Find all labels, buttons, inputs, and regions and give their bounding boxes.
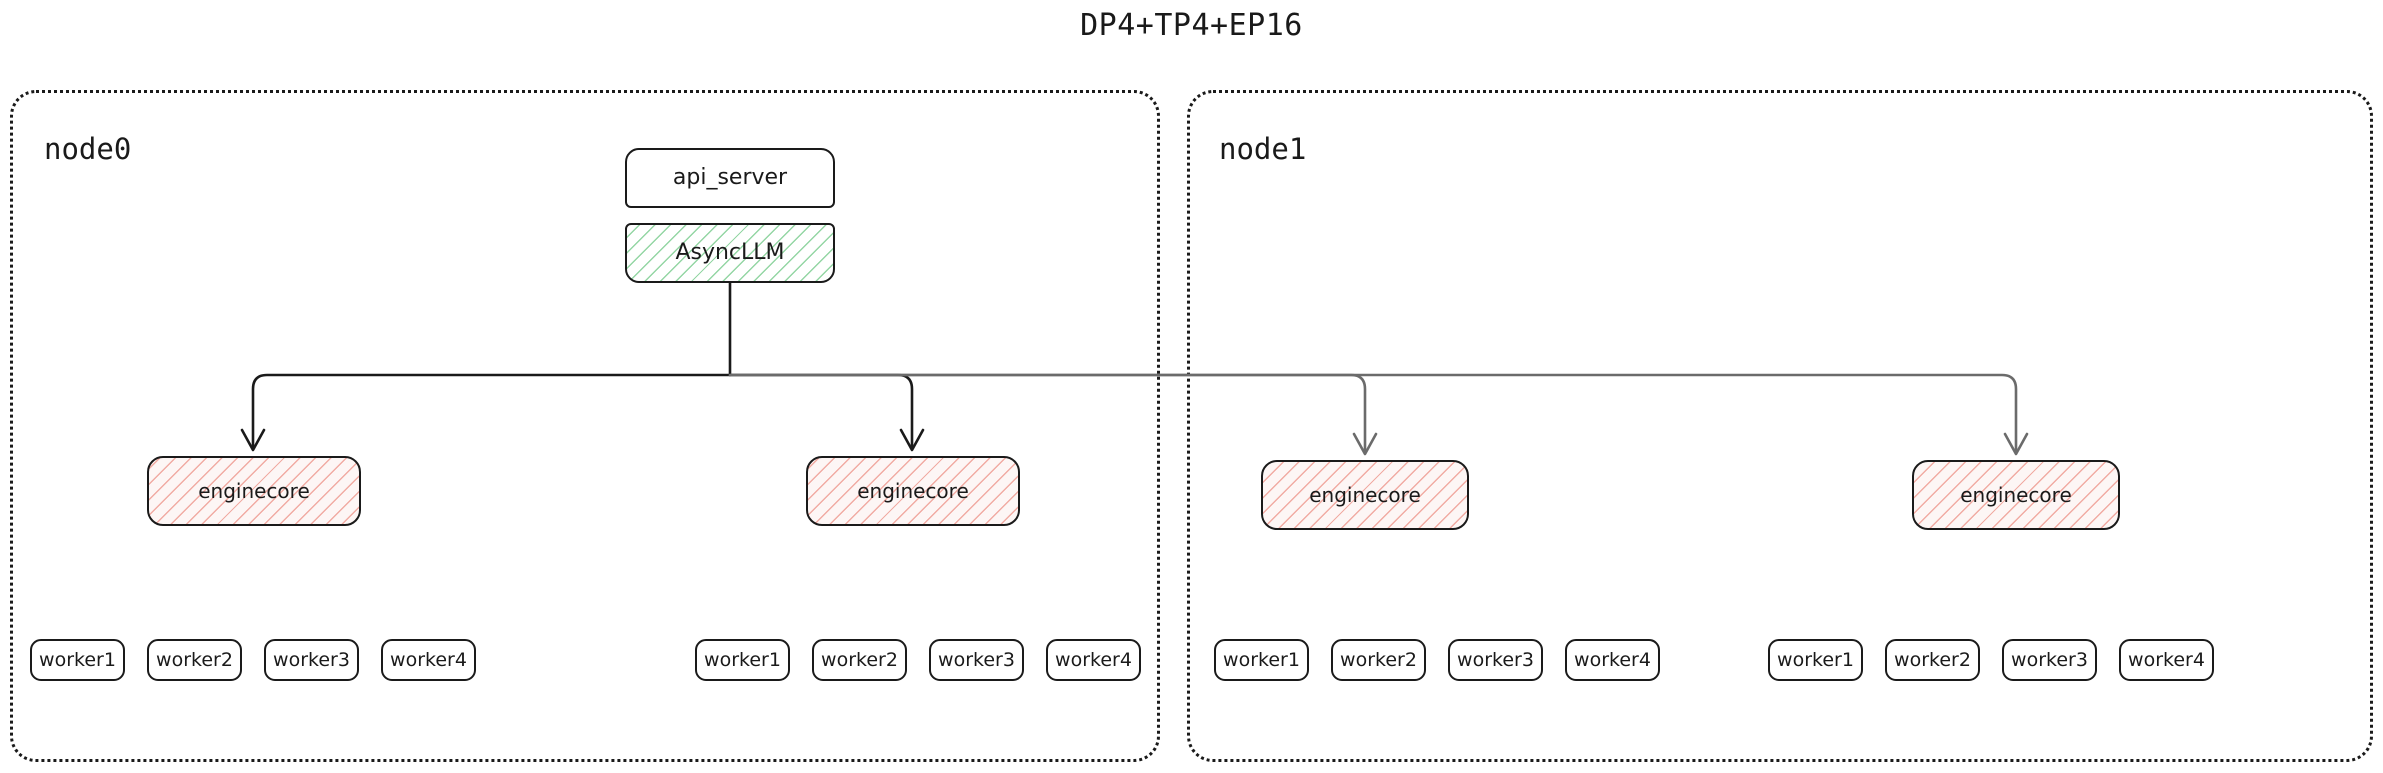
- enginecore-1-box[interactable]: enginecore: [806, 456, 1020, 526]
- enginecore-0-box[interactable]: enginecore: [147, 456, 361, 526]
- worker-group-1-worker3-label: worker3: [938, 648, 1015, 671]
- worker-group-1-worker4-label: worker4: [1055, 648, 1132, 671]
- worker-group-0-worker2[interactable]: worker2: [147, 639, 242, 681]
- enginecore-2-box-label: enginecore: [1309, 483, 1421, 507]
- node-cluster-label-node1: node1: [1219, 132, 1307, 166]
- worker-group-3-worker4[interactable]: worker4: [2119, 639, 2214, 681]
- worker-group-2-worker1[interactable]: worker1: [1214, 639, 1309, 681]
- worker-group-3-worker2[interactable]: worker2: [1885, 639, 1980, 681]
- worker-group-3-worker4-label: worker4: [2128, 648, 2205, 671]
- enginecore-3-box-label: enginecore: [1960, 483, 2072, 507]
- enginecore-0-box-label: enginecore: [198, 479, 310, 503]
- worker-group-3-worker3-label: worker3: [2011, 648, 2088, 671]
- worker-group-0-worker4[interactable]: worker4: [381, 639, 476, 681]
- api_server-box[interactable]: api_server: [625, 148, 835, 208]
- enginecore-3-box[interactable]: enginecore: [1912, 460, 2120, 530]
- worker-group-3-worker1-label: worker1: [1777, 648, 1854, 671]
- worker-group-0-worker1-label: worker1: [39, 648, 116, 671]
- worker-group-1-worker1[interactable]: worker1: [695, 639, 790, 681]
- worker-group-0-worker3[interactable]: worker3: [264, 639, 359, 681]
- worker-group-2-worker4[interactable]: worker4: [1565, 639, 1660, 681]
- async_llm-box-label: AsyncLLM: [675, 240, 785, 265]
- page-title: DP4+TP4+EP16: [1080, 8, 1303, 43]
- worker-group-2-worker4-label: worker4: [1574, 648, 1651, 671]
- worker-group-1-worker2[interactable]: worker2: [812, 639, 907, 681]
- enginecore-1-box-label: enginecore: [857, 479, 969, 503]
- worker-group-2-worker1-label: worker1: [1223, 648, 1300, 671]
- enginecore-2-box[interactable]: enginecore: [1261, 460, 1469, 530]
- worker-group-2-worker3[interactable]: worker3: [1448, 639, 1543, 681]
- node-cluster-label-node0: node0: [44, 132, 132, 166]
- worker-group-1-worker1-label: worker1: [704, 648, 781, 671]
- worker-group-3-worker3[interactable]: worker3: [2002, 639, 2097, 681]
- worker-group-3-worker1[interactable]: worker1: [1768, 639, 1863, 681]
- worker-group-0-worker1[interactable]: worker1: [30, 639, 125, 681]
- worker-group-3-worker2-label: worker2: [1894, 648, 1971, 671]
- worker-group-2-worker3-label: worker3: [1457, 648, 1534, 671]
- worker-group-1-worker3[interactable]: worker3: [929, 639, 1024, 681]
- worker-group-1-worker4[interactable]: worker4: [1046, 639, 1141, 681]
- worker-group-0-worker4-label: worker4: [390, 648, 467, 671]
- worker-group-0-worker3-label: worker3: [273, 648, 350, 671]
- async_llm-box[interactable]: AsyncLLM: [625, 223, 835, 283]
- worker-group-0-worker2-label: worker2: [156, 648, 233, 671]
- worker-group-2-worker2[interactable]: worker2: [1331, 639, 1426, 681]
- api_server-box-label: api_server: [672, 165, 788, 190]
- worker-group-2-worker2-label: worker2: [1340, 648, 1417, 671]
- worker-group-1-worker2-label: worker2: [821, 648, 898, 671]
